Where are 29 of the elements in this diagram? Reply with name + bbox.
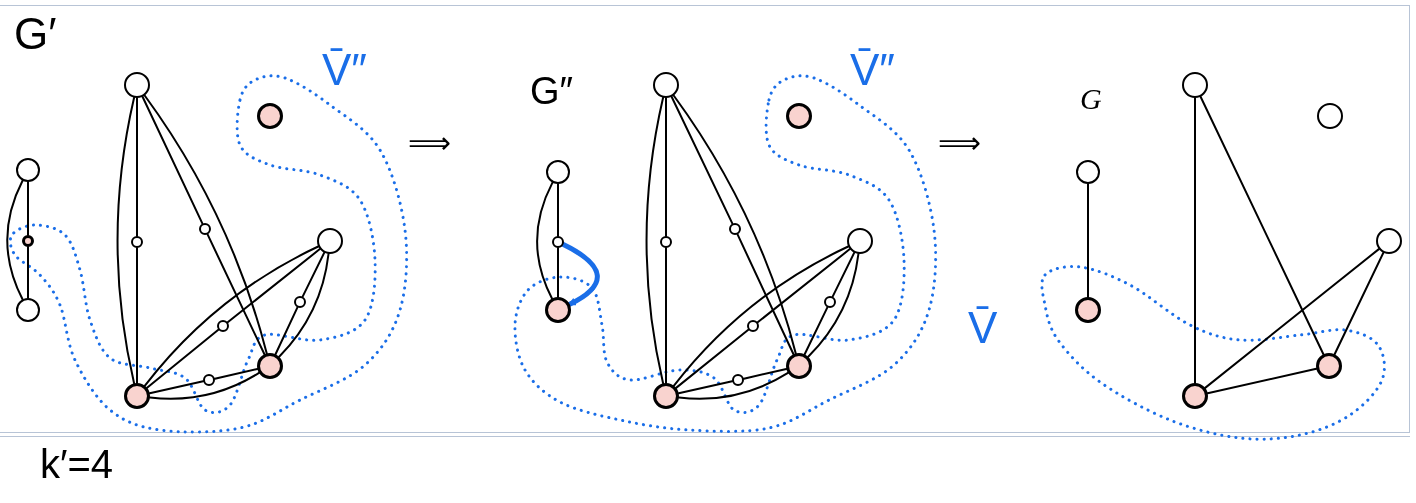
graph-edge (557, 247, 559, 298)
graph-edge (677, 380, 734, 395)
graph-edge (756, 248, 851, 324)
graph-edge (742, 367, 788, 380)
graph-edge (1087, 183, 1089, 298)
graph-edge (557, 183, 559, 237)
set-label: V̄ (968, 306, 998, 350)
double-arrow: ⟹ (408, 128, 451, 158)
graph-edge (1206, 367, 1318, 395)
graph-edge (27, 181, 29, 236)
double-arrow: ⟹ (938, 128, 981, 158)
parameter-label: k′=4 (40, 444, 114, 484)
graph-edge (1194, 97, 1196, 384)
graph-edge (116, 96, 136, 385)
set-label: V̄″ (322, 48, 367, 92)
graph-edge (645, 96, 665, 385)
graph-edge (136, 97, 138, 237)
graph-edge (27, 246, 29, 299)
graph-edge (665, 247, 667, 384)
graph-edge (226, 248, 321, 324)
graph-edge (213, 367, 259, 380)
graph-label: G (1080, 84, 1102, 114)
graph-label: G′ (14, 12, 57, 56)
set-label: V̄″ (850, 48, 895, 92)
graph-label: G″ (530, 72, 573, 110)
graph-edge (136, 247, 138, 384)
arrow (560, 242, 600, 307)
graph-edge (148, 380, 205, 395)
graph-edge (665, 97, 667, 237)
